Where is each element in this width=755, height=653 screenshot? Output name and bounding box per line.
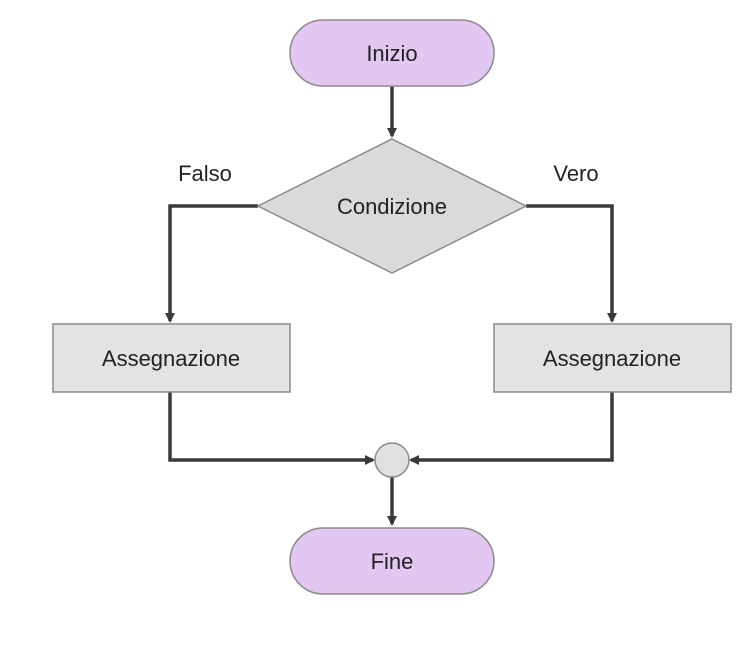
node-end-label: Fine (371, 549, 414, 574)
terminal-shape-end (289, 527, 495, 595)
edge-label-false: Falso (178, 161, 232, 186)
edge-condition-to-assign-false (165, 204, 258, 323)
process-shape-false (52, 323, 291, 393)
process-shape-true (493, 323, 732, 393)
node-end: Fine (289, 527, 495, 595)
edge-label-true: Vero (553, 161, 598, 186)
node-condition-label: Condizione (337, 194, 447, 219)
node-assign-true: Assegnazione (493, 323, 732, 393)
node-start: Inizio (289, 19, 495, 87)
edge-assign-true-to-merge (409, 392, 614, 465)
merge-connector (374, 442, 410, 478)
edges (165, 86, 617, 526)
node-start-label: Inizio (366, 41, 417, 66)
terminal-shape-start (289, 19, 495, 87)
node-assign-false: Assegnazione (52, 323, 291, 393)
node-assign-true-label: Assegnazione (543, 346, 681, 371)
edge-assign-false-to-merge (168, 392, 375, 465)
decision-shape (256, 138, 528, 274)
edge-condition-to-assign-true (526, 204, 617, 323)
node-condition: Condizione (256, 138, 528, 274)
node-assign-false-label: Assegnazione (102, 346, 240, 371)
